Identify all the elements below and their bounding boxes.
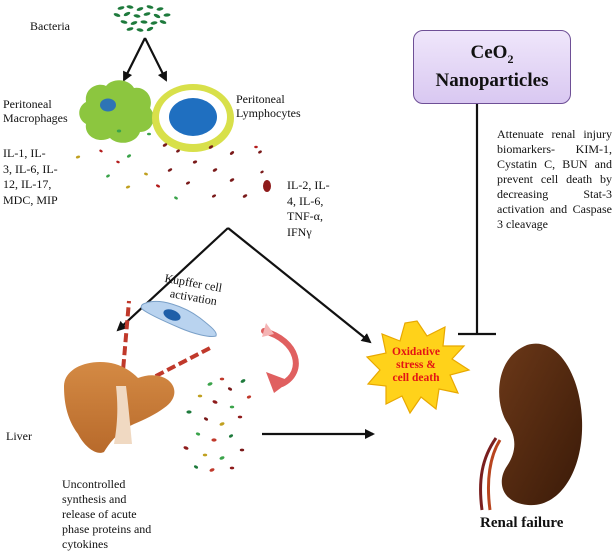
- ceo2-title: Nanoparticles: [435, 69, 549, 91]
- starburst-icon: [365, 320, 471, 415]
- inhibition-bar-icon: [458, 104, 496, 336]
- ceo2-formula: CeO2: [470, 42, 514, 66]
- cytokine-arrows: [116, 227, 372, 344]
- bacteria-cluster-icon: [113, 5, 171, 32]
- macrophage-cell-icon: [79, 80, 154, 143]
- oxidative-stress-label: Oxidative stress & cell death: [392, 346, 440, 384]
- liver-label: Liver: [6, 429, 32, 443]
- curved-arrow-icon: [261, 323, 299, 393]
- renal-failure-label: Renal failure: [480, 515, 564, 531]
- cytokine-particles-top: [75, 129, 271, 200]
- peritoneal-lymphocytes-label: Peritoneal Lymphocytes: [236, 92, 301, 120]
- kidney-icon: [479, 343, 583, 511]
- macrophage-cytokines-label: IL-1, IL- 3, IL-6, IL- 12, IL-17, MDC, M…: [3, 146, 58, 207]
- peritoneal-macrophages-label: Peritoneal Macrophages: [3, 97, 68, 125]
- cytokine-particles-liver: [183, 377, 252, 472]
- bacteria-arrows: [123, 37, 167, 82]
- ceo2-nanoparticles-box: CeO2 Nanoparticles: [413, 30, 571, 104]
- lymphocyte-cell-icon: [152, 84, 234, 152]
- bacteria-label: Bacteria: [30, 19, 70, 33]
- liver-outcome-label: Uncontrolled synthesis and release of ac…: [62, 477, 152, 551]
- lymphocyte-cytokines-label: IL-2, IL- 4, IL-6, TNF-α, IFNγ: [287, 178, 330, 239]
- kupffer-cell-icon: [140, 301, 217, 337]
- liver-icon: [64, 362, 175, 453]
- ceo2-effect-text: Attenuate renal injury biomarkers- KIM-1…: [497, 127, 612, 231]
